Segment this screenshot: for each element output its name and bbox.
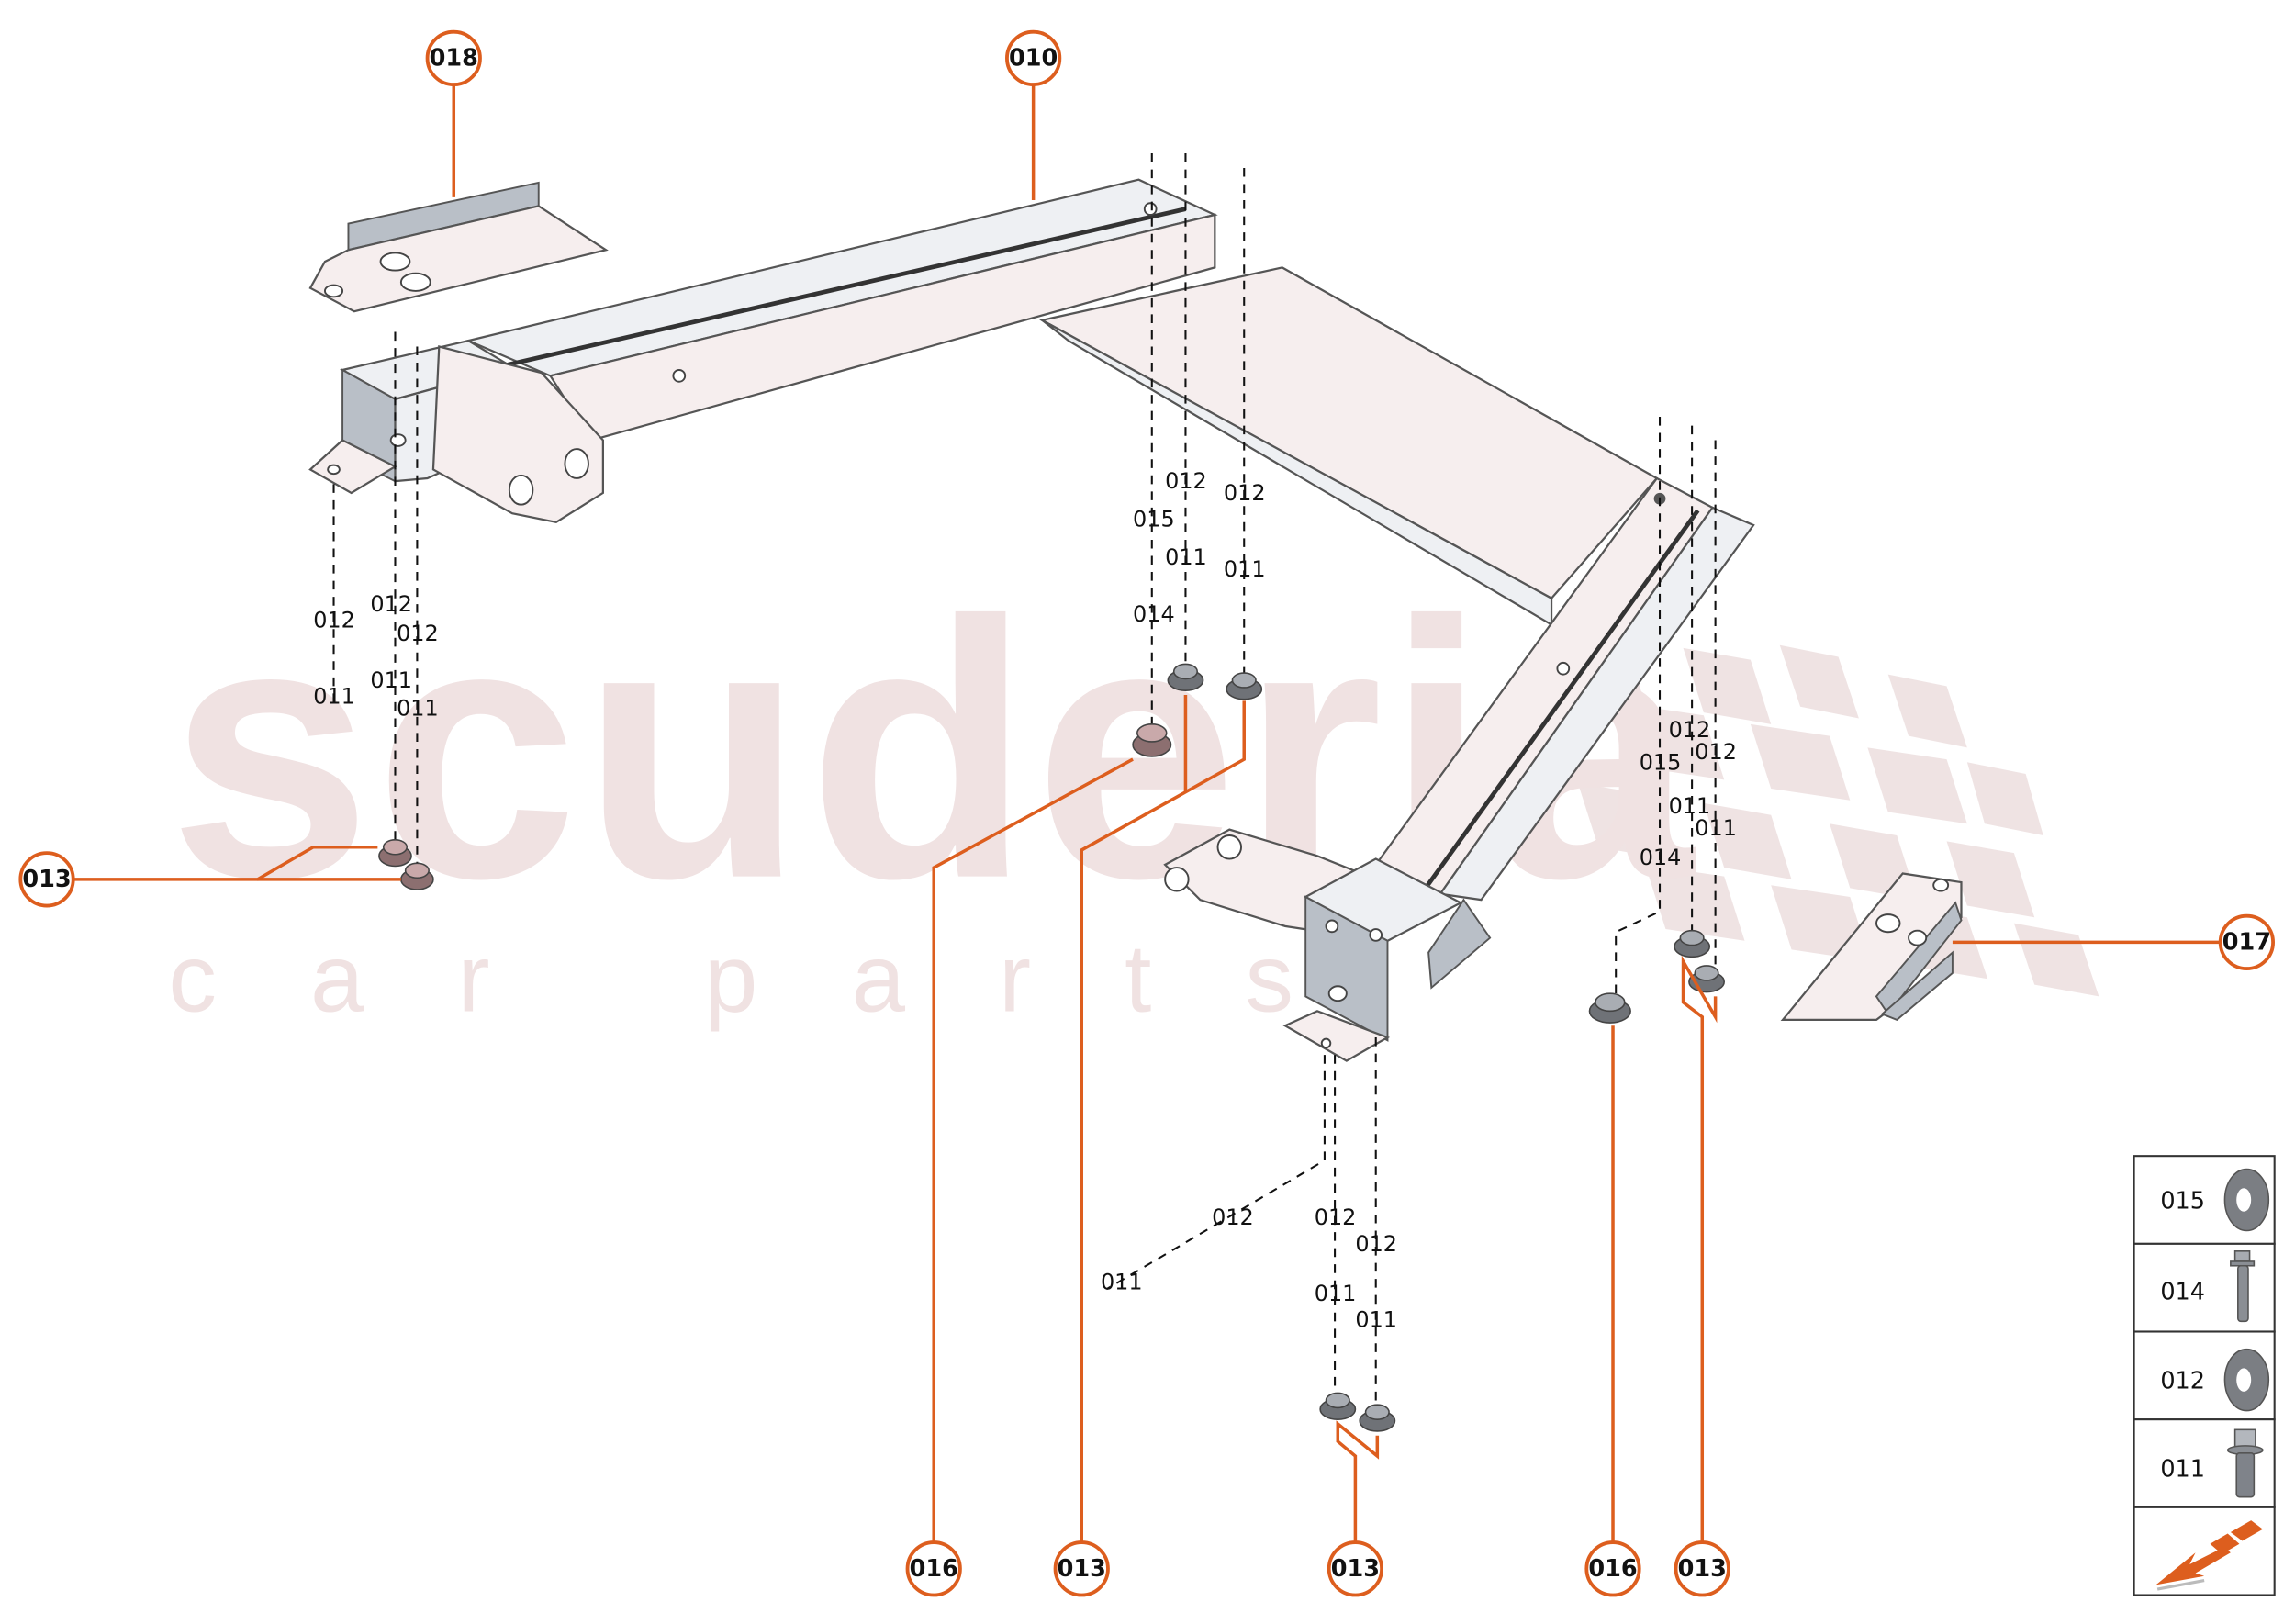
long-bolt-icon <box>2230 1250 2256 1323</box>
svg-text:013: 013 <box>1058 1555 1106 1583</box>
watermark-line2: car parts <box>168 924 1387 1032</box>
part-018-bracket[interactable] <box>308 181 609 313</box>
svg-text:015: 015 <box>2160 1188 2205 1215</box>
fastener-legend: 015 014 012 011 <box>2133 1155 2276 1596</box>
label-bottom-diag-b: 011 <box>1101 1269 1143 1294</box>
label-left-col3-b: 011 <box>397 695 439 721</box>
label-bottom-col2-a: 012 <box>1315 1204 1357 1230</box>
cap-icon[interactable] <box>1132 723 1172 757</box>
label-bottom-col2-b: 011 <box>1315 1281 1357 1306</box>
nut-icon[interactable] <box>400 862 434 890</box>
label-left-col2-a: 012 <box>370 591 412 617</box>
label-left-col1-a: 012 <box>313 608 355 633</box>
legend-row-011[interactable]: 011 <box>2160 1428 2264 1498</box>
leader-lines <box>73 84 2220 1543</box>
callout-013-left[interactable]: 013 <box>18 851 75 908</box>
label-left-col1-b: 011 <box>313 684 355 710</box>
callout-016-right[interactable]: 016 <box>1584 1540 1641 1597</box>
svg-text:012: 012 <box>2160 1368 2205 1395</box>
label-right-col2-a: 012 <box>1669 717 1711 743</box>
label-right-col2-b: 011 <box>1669 793 1711 819</box>
svg-text:016: 016 <box>910 1555 958 1583</box>
callout-018[interactable]: 018 <box>425 29 482 87</box>
nut-icon[interactable] <box>1167 663 1204 691</box>
label-right-col1-a: 015 <box>1640 749 1682 775</box>
nut-icon[interactable] <box>1359 1404 1396 1432</box>
callout-013-center[interactable]: 013 <box>1053 1540 1110 1597</box>
svg-text:013: 013 <box>1678 1555 1727 1583</box>
direction-arrow-icon <box>2155 1520 2263 1591</box>
svg-text:011: 011 <box>2160 1455 2205 1483</box>
callout-017[interactable]: 017 <box>2218 913 2275 971</box>
callout-013-right[interactable]: 013 <box>1674 1540 1730 1597</box>
svg-text:013: 013 <box>22 866 71 893</box>
nut-icon[interactable] <box>1674 929 1711 958</box>
part-017-bracket[interactable] <box>1780 872 1963 1022</box>
washer-icon <box>2223 1348 2270 1412</box>
assembly-lines <box>332 153 1717 1413</box>
svg-text:010: 010 <box>1009 44 1058 72</box>
fastener-labels: 012 011 012 011 012 011 015 014 012 011 … <box>313 468 1737 1333</box>
label-bottom-diag-a: 012 <box>1212 1204 1254 1230</box>
callout-013-bottom[interactable]: 013 <box>1327 1540 1384 1597</box>
label-right-col3-a: 012 <box>1695 739 1737 765</box>
nut-icon[interactable] <box>1319 1392 1357 1420</box>
svg-text:013: 013 <box>1331 1555 1380 1583</box>
legend-row-012[interactable]: 012 <box>2160 1348 2270 1412</box>
watermark-checker-flag <box>1554 627 2099 997</box>
label-center-col1-b: 014 <box>1133 601 1175 627</box>
label-left-col2-b: 011 <box>370 667 412 693</box>
legend-row-014[interactable]: 014 <box>2160 1250 2256 1323</box>
label-center-col3-b: 011 <box>1224 556 1266 582</box>
svg-text:016: 016 <box>1588 1555 1637 1583</box>
washer-icon <box>2223 1168 2270 1232</box>
label-center-col2-b: 011 <box>1165 544 1207 570</box>
label-center-col2-a: 012 <box>1165 468 1207 494</box>
fastener-parts <box>378 663 1725 1432</box>
label-right-col1-b: 014 <box>1640 845 1682 870</box>
label-center-col1-a: 015 <box>1133 507 1175 532</box>
legend-row-015[interactable]: 015 <box>2160 1168 2270 1232</box>
label-bottom-col3-a: 012 <box>1355 1231 1397 1257</box>
nut-icon[interactable] <box>378 838 412 868</box>
cap-icon[interactable] <box>1588 992 1631 1024</box>
nut-icon[interactable] <box>1226 672 1263 700</box>
flange-bolt-icon <box>2226 1428 2264 1498</box>
svg-text:017: 017 <box>2222 928 2271 956</box>
svg-text:018: 018 <box>430 44 478 72</box>
svg-text:014: 014 <box>2160 1278 2205 1305</box>
part-010-main-frame[interactable] <box>308 178 1755 1062</box>
label-bottom-col3-b: 011 <box>1355 1307 1397 1333</box>
label-center-col3-a: 012 <box>1224 480 1266 506</box>
callout-010[interactable]: 010 <box>1005 29 1062 87</box>
label-left-col3-a: 012 <box>397 621 439 646</box>
callout-016-center[interactable]: 016 <box>905 1540 962 1597</box>
label-right-col3-b: 011 <box>1695 815 1737 841</box>
